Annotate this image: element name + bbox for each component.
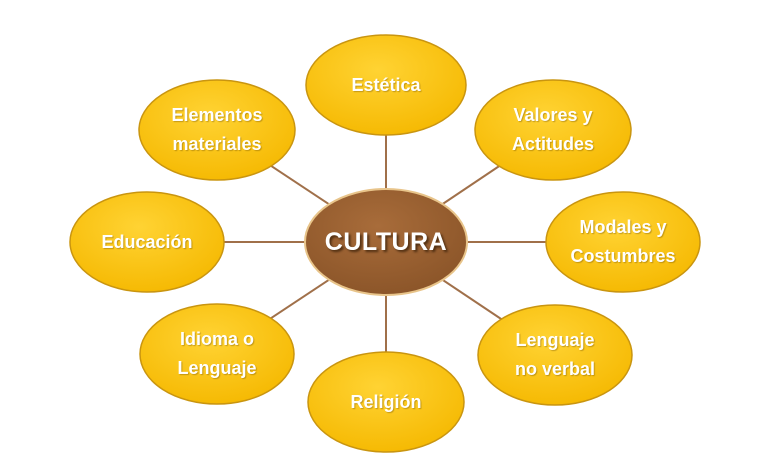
node-ellipse-educacion — [69, 191, 225, 293]
node-ellipse-elementos-materiales — [138, 79, 296, 181]
node-ellipse-religion — [307, 351, 465, 453]
node-ellipse-modales-costumbres — [545, 191, 701, 293]
node-ellipse-valores-actitudes — [474, 79, 632, 181]
node-ellipse-idioma-lenguaje — [139, 303, 295, 405]
center-ellipse-cultura — [304, 188, 468, 296]
node-ellipse-lenguaje-no-verbal — [477, 304, 633, 406]
node-ellipse-estetica — [305, 34, 467, 136]
node-ellipses — [69, 34, 701, 453]
